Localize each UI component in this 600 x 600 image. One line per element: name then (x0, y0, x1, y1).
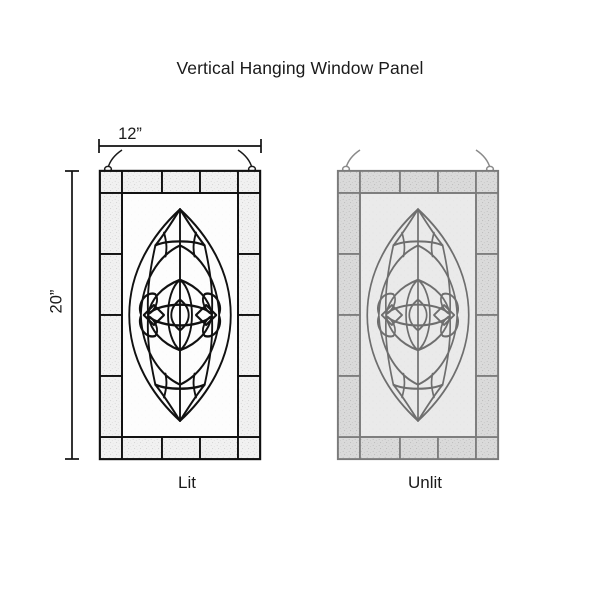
width-dimension-label: 12” (118, 125, 142, 143)
border-tiles-unlit (337, 170, 499, 460)
panel-inner-field-lit (121, 192, 239, 438)
window-panel-lit (98, 149, 262, 461)
panel-inner-field-unlit (359, 192, 477, 438)
height-dimension-line (65, 170, 79, 460)
width-dimension-line (98, 139, 262, 153)
panel-caption-unlit: Unlit (407, 473, 442, 492)
window-panel-unlit (336, 149, 500, 461)
panel-caption-lit: Lit (178, 473, 196, 492)
border-tiles-lit (99, 170, 261, 460)
hanger-hook-right-unlit (475, 149, 495, 173)
hanger-hook-right-lit (237, 149, 257, 173)
hanger-hook-left-lit (103, 149, 123, 173)
page-title: Vertical Hanging Window Panel (176, 58, 424, 78)
hanger-hook-left-unlit (341, 149, 361, 173)
